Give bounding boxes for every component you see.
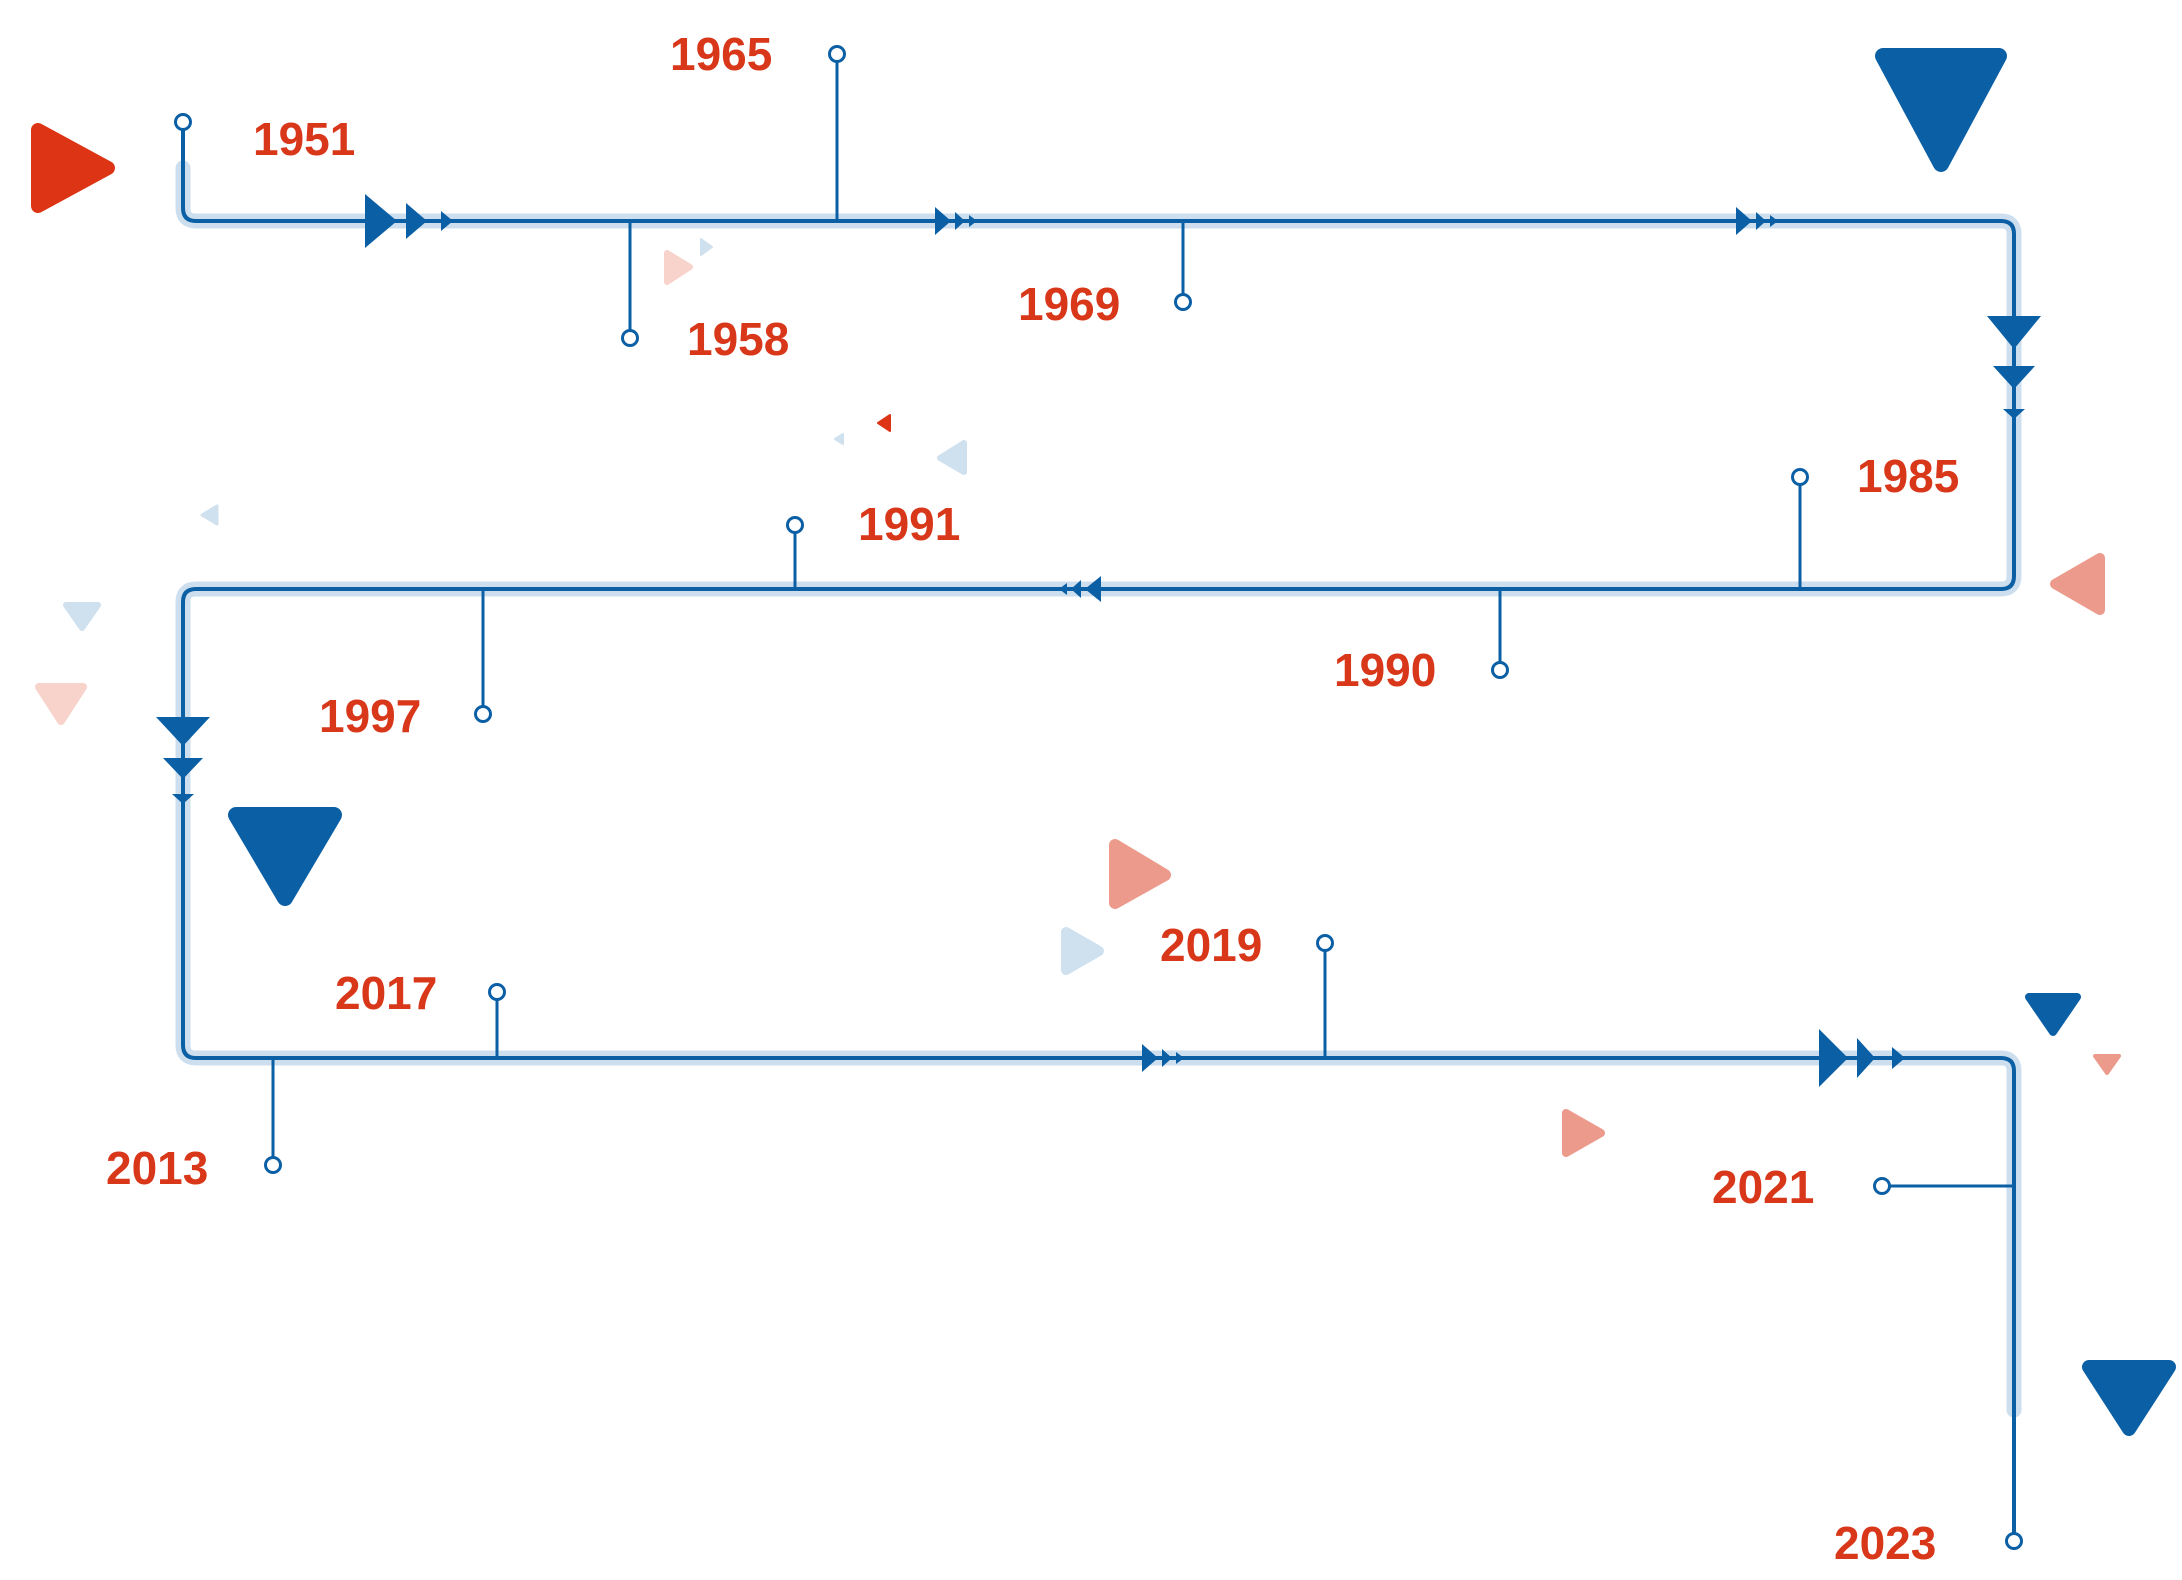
down-triangle-icon — [228, 807, 342, 906]
play-triangle-icon — [664, 250, 693, 285]
play-triangle-icon — [700, 238, 713, 256]
arrow-right-medium — [406, 203, 427, 239]
decorative-triangles — [31, 48, 2176, 1436]
year-label-1969: 1969 — [1018, 278, 1120, 330]
milestone-marker-1965 — [828, 45, 846, 63]
down-triangle-icon — [2025, 993, 2081, 1036]
year-label-1990: 1990 — [1334, 644, 1436, 696]
play-triangle-icon — [31, 123, 115, 213]
milestone-marker-1985 — [1791, 468, 1809, 486]
play-triangle-icon — [1109, 839, 1171, 909]
year-label-2021: 2021 — [1712, 1161, 1814, 1213]
down-triangle-icon — [2093, 1054, 2121, 1075]
play-triangle-icon — [1061, 927, 1104, 975]
timeline-path — [181, 122, 2016, 1542]
milestone-marker-1990 — [1491, 661, 1509, 679]
milestone-marker-1951 — [174, 113, 192, 131]
milestone-marker-1958 — [621, 329, 639, 347]
milestone-marker-1991 — [786, 516, 804, 534]
year-label-1985: 1985 — [1857, 450, 1959, 502]
year-label-1997: 1997 — [319, 690, 421, 742]
down-triangle-icon — [2082, 1360, 2176, 1436]
down-triangle-icon — [63, 602, 101, 631]
milestone-marker-2017 — [488, 983, 506, 1001]
milestone-markers — [174, 45, 2023, 1550]
year-label-1991: 1991 — [858, 498, 960, 550]
year-labels: 1951 1958 1965 1969 1985 1990 1991 1997 … — [106, 28, 1959, 1569]
year-label-1965: 1965 — [670, 28, 772, 80]
play-triangle-icon — [1562, 1109, 1605, 1157]
year-label-1958: 1958 — [687, 313, 789, 365]
arrow-right-large — [365, 194, 397, 248]
left-triangle-icon — [834, 433, 844, 445]
year-label-2023: 2023 — [1834, 1517, 1936, 1569]
left-triangle-icon — [937, 440, 967, 475]
milestone-marker-1997 — [474, 705, 492, 723]
milestone-marker-2013 — [264, 1156, 282, 1174]
year-label-2017: 2017 — [335, 967, 437, 1019]
direction-arrows — [156, 194, 2041, 1087]
year-label-2019: 2019 — [1160, 919, 1262, 971]
left-triangle-icon — [200, 504, 219, 526]
milestone-marker-2021 — [1873, 1177, 1891, 1195]
down-triangle-icon — [35, 683, 87, 725]
left-triangle-icon — [877, 414, 891, 432]
left-triangle-icon — [2050, 553, 2105, 615]
milestone-marker-1969 — [1174, 293, 1192, 311]
milestone-marker-2019 — [1316, 934, 1334, 952]
year-label-2013: 2013 — [106, 1142, 208, 1194]
milestone-marker-2023 — [2005, 1532, 2023, 1550]
arrow-right-small — [441, 211, 453, 231]
timeline-path-halo — [175, 160, 2022, 1418]
down-triangle-icon — [1875, 48, 2007, 172]
year-label-1951: 1951 — [253, 113, 355, 165]
